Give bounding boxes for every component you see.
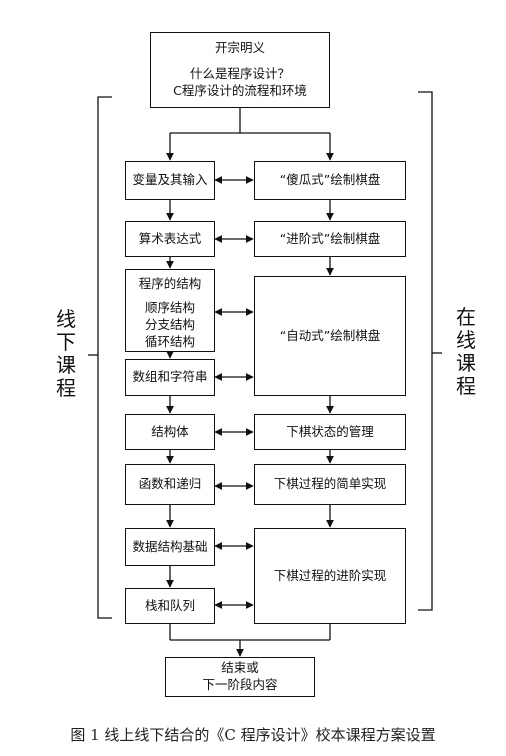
online-node-state: 下棋状态的管理 <box>254 414 406 450</box>
node-label: 函数和递归 <box>138 476 202 492</box>
node-label: 下棋过程的进阶实现 <box>273 567 387 583</box>
offline-node-functions: 函数和递归 <box>125 464 215 505</box>
side-char: 线 <box>56 307 76 331</box>
online-node-foolish: “傻瓜式”绘制棋盘 <box>254 161 406 200</box>
end-line1: 结束或 <box>221 660 259 676</box>
offline-node-arith: 算术表达式 <box>125 221 215 257</box>
offline-node-stackqueue: 栈和队列 <box>125 588 215 624</box>
node-label: 下棋状态的管理 <box>286 423 374 439</box>
node-label: 下棋过程的简单实现 <box>273 476 387 492</box>
node-sub-label: 循环结构 <box>144 334 195 350</box>
node-label: 数组和字符串 <box>132 369 208 385</box>
node-label: 程序的结构 <box>138 276 202 291</box>
end-line2: 下一阶段内容 <box>202 677 278 692</box>
side-char: 下 <box>56 330 76 354</box>
offline-node-structure: 程序的结构 顺序结构 分支结构 循环结构 <box>125 269 215 352</box>
side-char: 线 <box>456 328 476 352</box>
end-box: 结束或 下一阶段内容 <box>165 657 315 697</box>
offline-node-variables: 变量及其输入 <box>125 161 215 200</box>
node-label: 结构体 <box>151 423 189 439</box>
node-sub-label: 分支结构 <box>144 317 195 333</box>
node-label: “进阶式”绘制棋盘 <box>279 230 381 246</box>
online-node-auto: “自动式”绘制棋盘 <box>254 276 406 396</box>
node-label: “自动式”绘制棋盘 <box>279 327 381 343</box>
node-label: 数据结构基础 <box>132 538 208 554</box>
offline-course-label: 线 下 课 程 <box>53 308 79 400</box>
online-node-simple: 下棋过程的简单实现 <box>254 464 406 505</box>
offline-node-struct: 结构体 <box>125 414 215 450</box>
side-char: 课 <box>56 353 76 377</box>
node-label: 算术表达式 <box>138 230 202 246</box>
intro-line2: C程序设计的流程和环境 <box>173 82 307 98</box>
intro-box: 开宗明义 什么是程序设计？ C程序设计的流程和环境 <box>150 32 330 108</box>
intro-line1: 什么是程序设计？ <box>189 66 290 82</box>
online-node-stepped: “进阶式”绘制棋盘 <box>254 221 406 257</box>
side-char: 在 <box>456 305 476 329</box>
side-char: 课 <box>456 351 476 375</box>
figure-caption: 图 1 线上线下结合的《C 程序设计》校本课程方案设置 <box>70 726 436 744</box>
offline-node-datastruct: 数据结构基础 <box>125 528 215 566</box>
node-sub-label: 顺序结构 <box>144 300 195 316</box>
intro-title: 开宗明义 <box>214 40 265 56</box>
left-bracket <box>97 96 112 619</box>
node-label: 栈和队列 <box>144 597 195 613</box>
side-char: 程 <box>456 374 476 398</box>
node-label: 变量及其输入 <box>132 172 208 188</box>
online-course-label: 在 线 课 程 <box>453 306 479 398</box>
side-char: 程 <box>56 376 76 400</box>
node-label: “傻瓜式”绘制棋盘 <box>279 172 381 188</box>
online-node-advanced: 下棋过程的进阶实现 <box>254 528 406 624</box>
right-bracket <box>418 91 433 611</box>
offline-node-arrays: 数组和字符串 <box>125 359 215 396</box>
